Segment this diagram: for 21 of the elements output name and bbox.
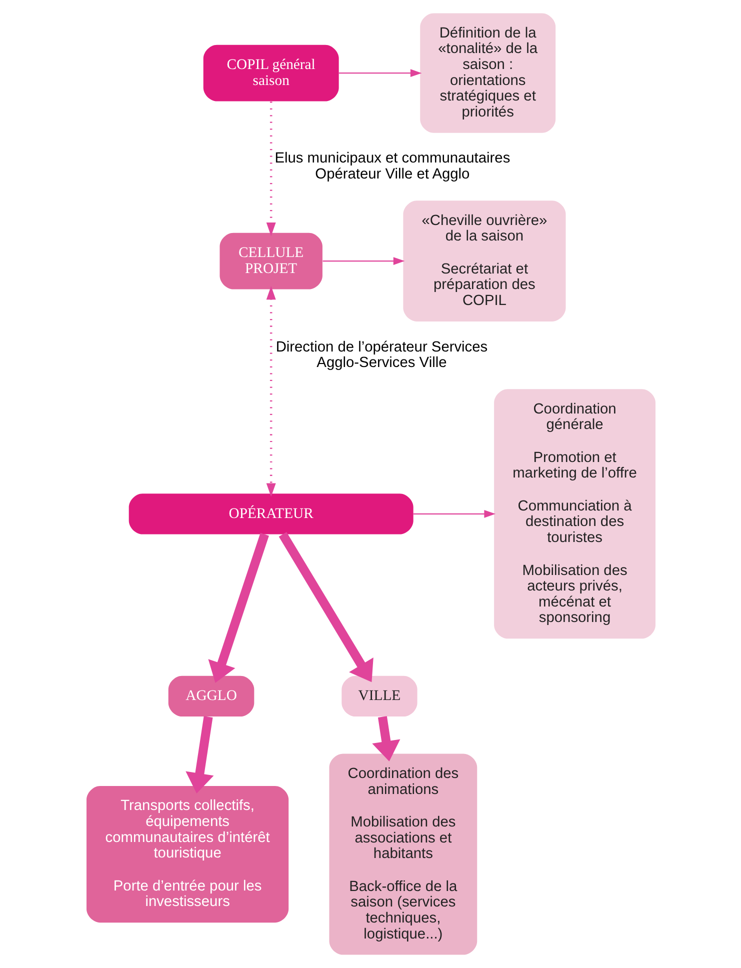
node-box: AGGLO (168, 676, 254, 717)
node-box: VILLE (341, 676, 417, 717)
node-box: «Cheville ouvrière» de la saison Secrétariat et préparation des COPIL (402, 200, 566, 322)
node-box: Transports collectifs, équipements communautaires d’intérêt touristique Porte d’entrée pour les investisseurs (86, 786, 288, 923)
node-box: OPÉRATEUR (128, 494, 413, 534)
node-box: CELLULE PROJET (219, 232, 322, 290)
arrow (266, 286, 276, 497)
arrow (372, 716, 400, 762)
arrow (208, 532, 268, 683)
arrow (185, 716, 214, 794)
edge-label: Direction de l’opérateur Services Agglo-Services Ville (275, 339, 488, 372)
arrow (322, 257, 404, 265)
arrow (412, 510, 495, 518)
arrow (266, 102, 276, 236)
edge-label: Elus municipaux et communautaires Opérateur Ville et Agglo (274, 150, 510, 183)
node-box: Coordination des animations Mobilisation des associations et habitants Back-office de la saison (services techniques, logistique...) (328, 754, 477, 955)
node-box: Coordination générale Promotion et marketing de l’offre Communciation à destination des touristes Mobilisation des acteurs privés, mécénat et sponsoring (494, 389, 655, 639)
node-box: COPIL général saison (202, 44, 338, 102)
node-box: Définition de la «tonalité» de la saison : orientations stratégiques et priorités (420, 13, 556, 133)
arrow (338, 69, 422, 78)
arrow (278, 532, 373, 682)
